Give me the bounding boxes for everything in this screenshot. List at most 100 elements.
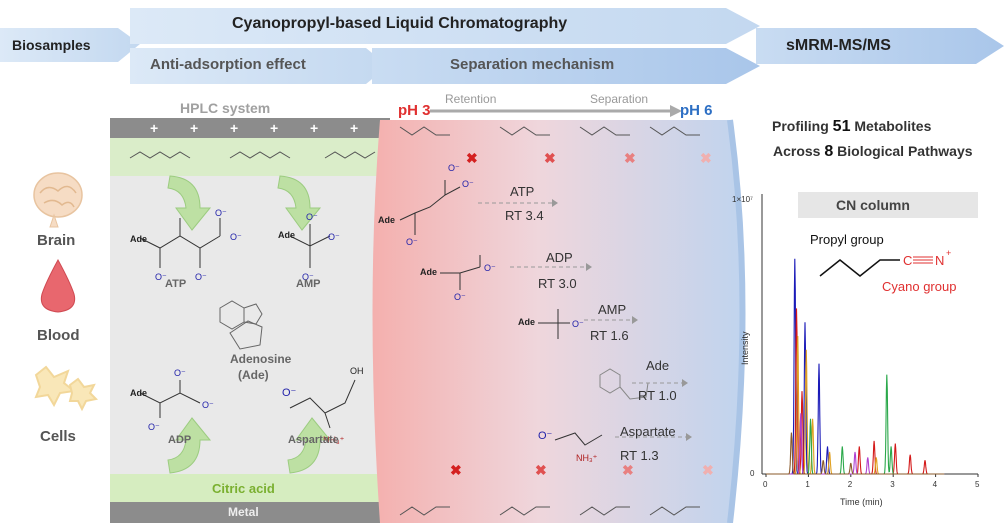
x-tick-label: 4: [933, 480, 938, 489]
svg-text:+: +: [270, 120, 278, 136]
svg-text:+: +: [350, 120, 358, 136]
row-atp-rt: RT 3.4: [505, 208, 544, 223]
banner-arrows: [0, 8, 1004, 84]
atp-structure: [139, 218, 221, 268]
sample-brain-label: Brain: [37, 232, 76, 249]
svg-text:NH₃⁺: NH₃⁺: [323, 435, 345, 445]
row-ade-rt: RT 1.0: [638, 388, 677, 403]
row-adp-name: ADP: [546, 250, 573, 265]
cells-icon: [34, 365, 99, 412]
profiling-line2: Across 8 Biological Pathways: [773, 143, 973, 161]
x-tick-label: 3: [890, 480, 895, 489]
row-aspartate-name: Aspartate: [620, 424, 676, 439]
row-adp-rt: RT 3.0: [538, 276, 577, 291]
hplc-adenosine-label: Adenosine: [230, 352, 292, 366]
svg-text:O⁻: O⁻: [306, 212, 318, 222]
lc-label: Cyanopropyl-based Liquid Chromatography: [232, 15, 568, 32]
svg-text:Ade: Ade: [130, 234, 147, 244]
svg-text:O⁻: O⁻: [572, 319, 584, 329]
adenosine-structure: [219, 300, 263, 350]
svg-text:O⁻: O⁻: [406, 237, 418, 247]
profiling-line1: Profiling 51 Metabolites: [772, 118, 931, 136]
svg-text:O⁻: O⁻: [302, 272, 314, 282]
hplc-title: HPLC system: [180, 100, 271, 116]
svg-text:✖: ✖: [700, 150, 712, 166]
y-min-label: 0: [750, 469, 755, 478]
blood-drop-icon: [40, 258, 76, 313]
aspartate-charges: O⁻ NH₃⁺ OH: [282, 366, 364, 445]
row-aspartate-rt: RT 1.3: [620, 448, 659, 463]
y-axis-label: Intensity: [740, 331, 750, 365]
sample-cells-label: Cells: [40, 428, 76, 445]
aspartate-structure: [289, 379, 356, 429]
column-aspartate-structure: [554, 432, 603, 446]
profiling-line2-c: Biological Pathways: [833, 143, 973, 159]
brain-icon: [33, 172, 83, 228]
lc-arrow: [130, 8, 760, 44]
row-amp-name: AMP: [598, 302, 627, 317]
ph6-label: pH 6: [680, 102, 713, 119]
column-adp-structure: [440, 255, 481, 290]
column-panel: ✖ ✖ ✖ ✖ ✖ ✖ ✖ ✖ Ade O⁻ O⁻ O⁻ Ade O⁻ O⁻ A…: [372, 105, 746, 523]
svg-text:O⁻: O⁻: [448, 163, 460, 173]
y-max-label: 1×10⁷: [732, 195, 753, 204]
amp-structure: [289, 224, 331, 268]
svg-text:O⁻: O⁻: [282, 387, 297, 399]
svg-text:O⁻: O⁻: [454, 292, 466, 302]
rt-arrowheads: [552, 199, 692, 441]
hplc-panel: +++ +++ Ade O⁻ O⁻ O⁻ O⁻ Ade O⁻ O⁻ O⁻: [110, 118, 390, 523]
chromatogram-trace-6: [766, 432, 945, 475]
x-tick-label: 5: [975, 480, 980, 489]
column-atp-charges: Ade O⁻ O⁻ O⁻: [378, 163, 474, 247]
svg-text:O⁻: O⁻: [195, 272, 207, 282]
x-marks-bottom: ✖ ✖ ✖ ✖: [450, 462, 714, 478]
adp-charges: Ade O⁻ O⁻ O⁻: [130, 368, 214, 432]
anti-adsorption-arrows: [167, 175, 332, 474]
hplc-ade-label: (Ade): [238, 368, 269, 382]
svg-text:N: N: [935, 253, 944, 268]
svg-text:Ade: Ade: [130, 388, 147, 398]
cyanopropyl-structure: C N +: [819, 248, 951, 277]
separation-label: Separation: [590, 92, 649, 106]
cn-ligands-top: [399, 126, 700, 136]
sep-arrow: [372, 48, 760, 84]
ms-label: sMRM-MS/MS: [786, 37, 891, 54]
svg-text:+: +: [310, 120, 318, 136]
citric-acid-molecules: [129, 151, 376, 159]
row-atp-name: ATP: [510, 184, 535, 199]
cyano-group-label: Cyano group: [882, 279, 957, 294]
svg-text:+: +: [230, 120, 238, 136]
svg-text:✖: ✖: [466, 150, 478, 166]
svg-text:O⁻: O⁻: [155, 272, 167, 282]
hplc-adp-label: ADP: [168, 434, 192, 446]
chromatogram-trace-1: [766, 258, 945, 475]
positive-surface: [110, 118, 390, 138]
biosamples-arrow: [0, 28, 140, 62]
svg-text:O⁻: O⁻: [538, 430, 553, 442]
svg-text:O⁻: O⁻: [215, 208, 227, 218]
svg-text:Ade: Ade: [278, 230, 295, 240]
svg-text:+: +: [190, 120, 198, 136]
column-amp-structure: [538, 309, 570, 339]
svg-text:Ade: Ade: [518, 317, 535, 327]
profiling-line2-a: Across: [773, 143, 825, 159]
cn-column-title: CN column: [836, 197, 910, 213]
hplc-atp-label: ATP: [165, 278, 187, 290]
metal-label: Metal: [228, 505, 259, 519]
profiling-count-pathways: 8: [824, 143, 834, 160]
svg-text:C: C: [903, 253, 912, 268]
propyl-group-label: Propyl group: [810, 232, 884, 247]
retention-label: Retention: [445, 92, 497, 106]
svg-text:O⁻: O⁻: [148, 422, 160, 432]
anti-arrow: [130, 48, 388, 84]
cn-ligands-bottom: [399, 506, 700, 516]
biosamples-label: Biosamples: [12, 37, 91, 53]
sep-label: Separation mechanism: [450, 56, 615, 73]
atp-charges: Ade O⁻ O⁻ O⁻ O⁻: [130, 208, 242, 282]
cn-column-box: [798, 192, 978, 218]
svg-text:✖: ✖: [535, 462, 547, 478]
column-amp-charges: Ade O⁻: [518, 317, 584, 329]
metal-surface: [110, 502, 390, 523]
amp-charges: Ade O⁻ O⁻ O⁻: [278, 212, 340, 282]
svg-text:OH: OH: [350, 366, 364, 376]
